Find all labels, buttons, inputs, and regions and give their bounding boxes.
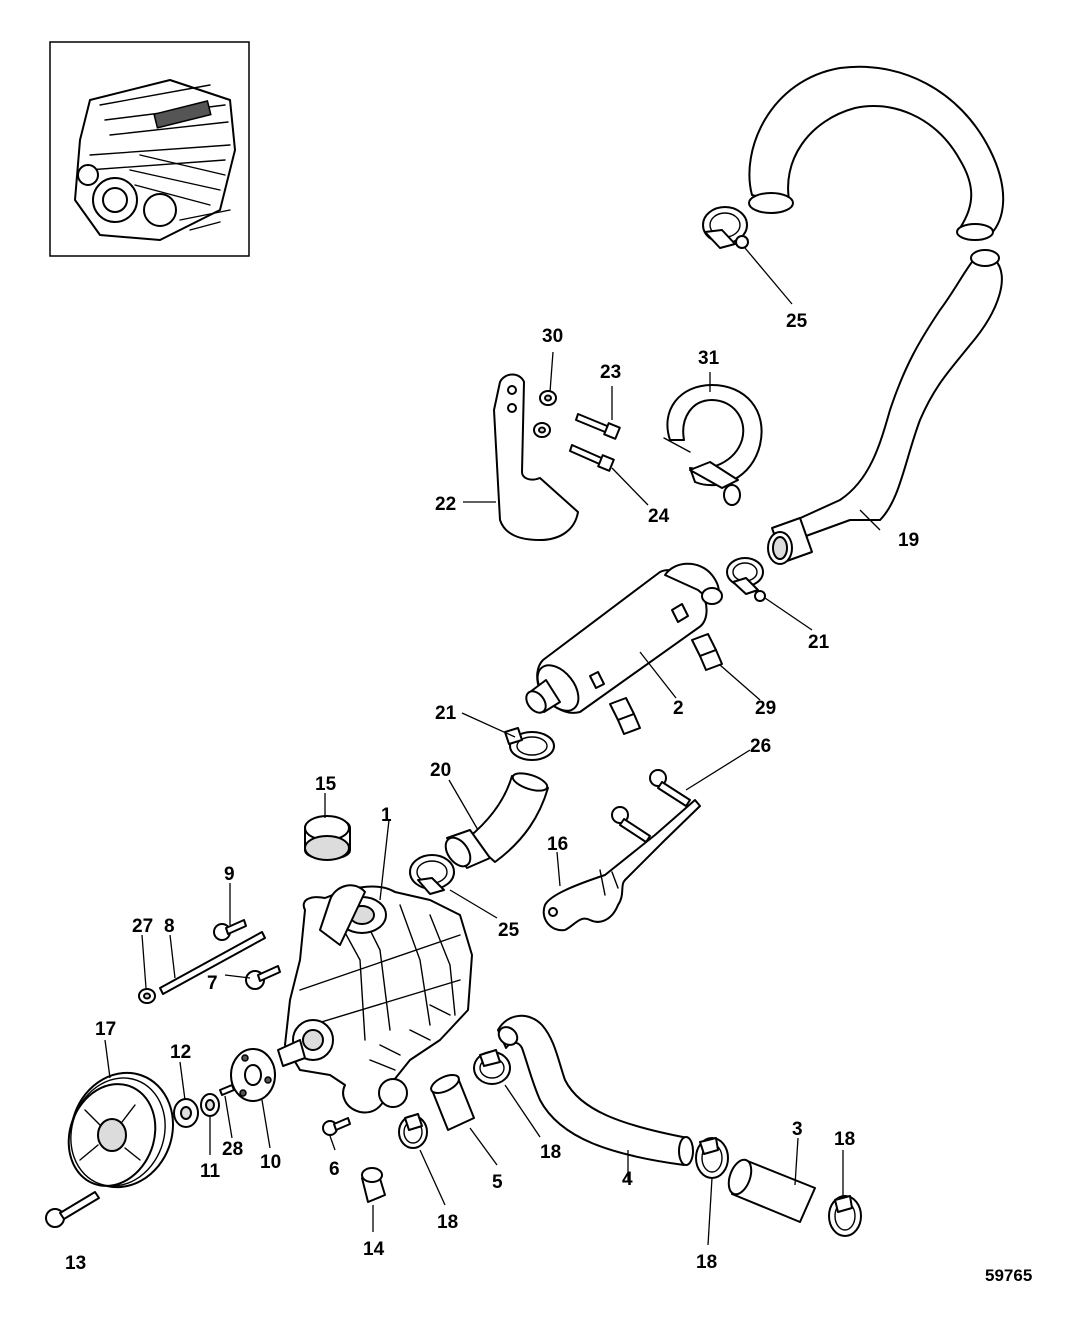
part-8-stud [159, 931, 266, 995]
leader-lines [104, 247, 881, 1246]
part-23-bolt [575, 413, 621, 440]
callout-2: 2 [673, 698, 684, 719]
callout-18d: 18 [834, 1129, 855, 1150]
figure-reference-number: 59765 [985, 1266, 1032, 1285]
part-5-hose [430, 1074, 475, 1131]
callout-3: 3 [792, 1119, 803, 1140]
part-31-large-clamp [663, 384, 763, 506]
part-27-nut [138, 988, 156, 1004]
part-12-nut [173, 1098, 199, 1128]
callout-31: 31 [698, 348, 720, 369]
callout-24: 24 [648, 506, 670, 527]
engine-location-inset [49, 41, 250, 257]
part-18-hose-clamp-d [828, 1195, 862, 1237]
callout-18c: 18 [696, 1252, 717, 1273]
callout-19: 19 [898, 530, 919, 551]
callout-6: 6 [329, 1159, 340, 1180]
part-3-hose [727, 1158, 816, 1223]
callout-25b: 25 [498, 920, 520, 941]
callout-17: 17 [95, 1019, 116, 1040]
callout-23: 23 [600, 362, 621, 383]
part-16-bracket [542, 799, 701, 932]
callout-16: 16 [547, 834, 568, 855]
callout-12: 12 [170, 1042, 191, 1063]
callout-29: 29 [755, 698, 776, 719]
part-19-upper-hose [748, 65, 1005, 565]
part-24-bolt [569, 444, 615, 472]
callout-15: 15 [315, 774, 337, 795]
callout-27: 27 [132, 916, 153, 937]
callout-14: 14 [363, 1239, 385, 1260]
part-7-bolt [245, 965, 281, 990]
part-4-hose [497, 1014, 694, 1166]
part-21-hose-clamp-left [504, 727, 555, 761]
part-13-bolt [45, 1191, 100, 1228]
callout-9: 9 [224, 864, 235, 885]
part-25-hose-clamp-top [702, 206, 749, 249]
callout-20: 20 [430, 760, 451, 781]
callout-21b: 21 [808, 632, 830, 653]
part-9-bolt [213, 919, 247, 941]
part-26-bolts [611, 769, 691, 843]
callout-18a: 18 [437, 1212, 458, 1233]
callout-26: 26 [750, 736, 771, 757]
callout-4: 4 [622, 1169, 633, 1190]
part-30-washers [533, 390, 557, 438]
part-14-fitting [361, 1167, 386, 1203]
part-21-hose-clamp-right [726, 557, 766, 602]
callout-5: 5 [492, 1172, 503, 1193]
callout-25a: 25 [786, 311, 808, 332]
callout-1: 1 [381, 805, 392, 826]
fitting-elbow [609, 697, 641, 735]
part-6-bolt [322, 1117, 351, 1136]
callout-13: 13 [65, 1253, 86, 1274]
callout-11: 11 [200, 1161, 221, 1182]
callout-18b: 18 [540, 1142, 561, 1163]
part-1-pump-body [277, 884, 473, 1114]
callout-labels: 1 2 3 4 5 6 7 8 9 10 11 12 13 14 15 16 1… [65, 311, 919, 1274]
part-11-washer [200, 1093, 220, 1117]
part-25-hose-clamp-middle [409, 854, 455, 895]
callout-22: 22 [435, 494, 456, 515]
part-20-elbow-hose [444, 772, 549, 869]
callout-7: 7 [207, 973, 218, 994]
part-18-hose-clamp-a [398, 1113, 428, 1149]
callout-21a: 21 [435, 703, 457, 724]
part-28-pin [219, 1084, 235, 1096]
part-18-hose-clamp-c [695, 1137, 729, 1179]
callout-8: 8 [164, 916, 175, 937]
part-22-bracket [493, 373, 579, 541]
callout-10: 10 [260, 1152, 281, 1173]
callout-28: 28 [222, 1139, 243, 1160]
part-2-cooler [525, 562, 723, 714]
part-18-hose-clamp-b [473, 1049, 511, 1085]
callout-30: 30 [542, 326, 563, 347]
part-29-fitting [691, 633, 723, 671]
part-15-cap [304, 815, 351, 861]
part-10-hub [230, 1048, 276, 1102]
part-17-pulley [67, 1071, 175, 1189]
